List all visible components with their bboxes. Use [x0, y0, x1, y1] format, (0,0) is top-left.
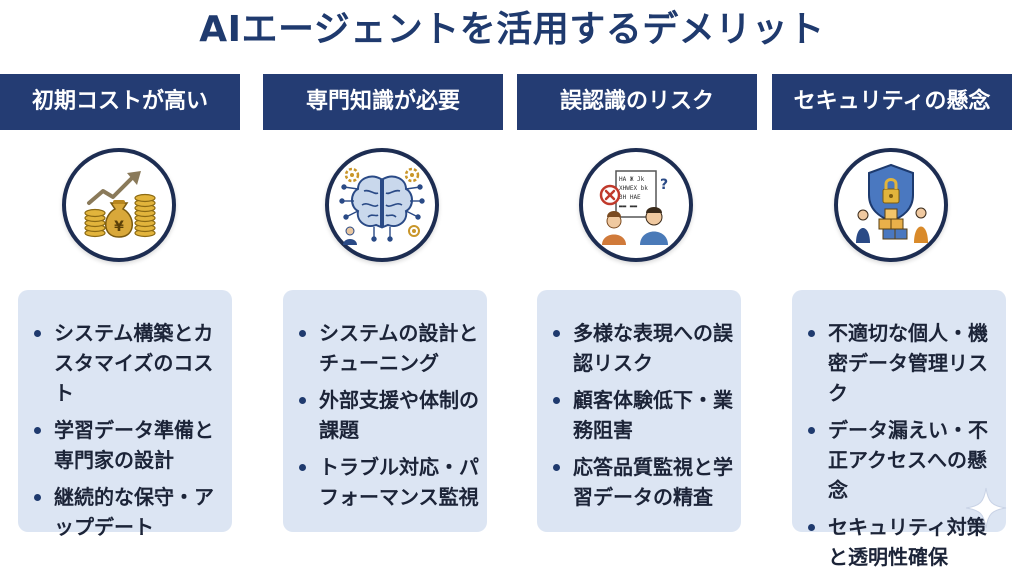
- doc-line: HA Ж Jk: [619, 176, 645, 183]
- column-heading: 誤認識のリスク: [517, 74, 757, 130]
- list-item: データ漏えい・不正アクセスへの懸念: [806, 415, 998, 505]
- doc-line: 3H HAE: [619, 194, 641, 201]
- detail-card: 不適切な個人・機密データ管理リスク データ漏えい・不正アクセスへの懸念 セキュリ…: [792, 290, 1006, 569]
- bullet-list: システムの設計とチューニング 外部支援や体制の課題 トラブル対応・パフォーマンス…: [283, 290, 487, 512]
- doc-line: ▬▬ ▬▬: [619, 203, 637, 210]
- money-growth-icon: ¥: [84, 171, 156, 238]
- list-item: 継続的な保守・アップデート: [32, 482, 224, 542]
- sparkle-icon: [965, 487, 1007, 529]
- detail-card: システムの設計とチューニング 外部支援や体制の課題 トラブル対応・パフォーマンス…: [283, 290, 487, 532]
- column-heading: 専門知識が必要: [263, 74, 503, 130]
- column-security: セキュリティの懸念 不適切な個人・機密デ: [772, 74, 1012, 569]
- column-heading: 初期コストが高い: [0, 74, 240, 130]
- column-heading: セキュリティの懸念: [772, 74, 1012, 130]
- column-expertise: 専門知識が必要: [263, 74, 503, 547]
- doc-line: XHWEX bk: [619, 185, 648, 192]
- icon-circle: ¥: [62, 148, 176, 262]
- svg-text:?: ?: [660, 177, 668, 193]
- list-item: システムの設計とチューニング: [297, 318, 479, 378]
- icon-circle: HA Ж Jk XHWEX bk 3H HAE ▬▬ ▬▬ ?: [579, 148, 693, 262]
- list-item: 応答品質監視と学習データの精査: [551, 452, 733, 512]
- icon-circle: [834, 148, 948, 262]
- misrecognition-icon: HA Ж Jk XHWEX bk 3H HAE ▬▬ ▬▬ ?: [599, 170, 668, 245]
- svg-text:¥: ¥: [114, 219, 124, 235]
- list-item: 不適切な個人・機密データ管理リスク: [806, 318, 998, 408]
- list-item: システム構築とカスタマイズのコスト: [32, 318, 224, 408]
- list-item: 外部支援や体制の課題: [297, 385, 479, 445]
- list-item: 顧客体験低下・業務阻害: [551, 385, 733, 445]
- detail-card: 多様な表現への誤認リスク 顧客体験低下・業務阻害 応答品質監視と学習データの精査: [537, 290, 741, 532]
- column-initial-cost: 初期コストが高い: [0, 74, 240, 547]
- list-item: トラブル対応・パフォーマンス監視: [297, 452, 479, 512]
- brain-circuit-icon: [339, 167, 425, 245]
- bullet-list: システム構築とカスタマイズのコスト 学習データ準備と専門家の設計 継続的な保守・…: [18, 290, 232, 542]
- security-shield-icon: [856, 163, 928, 243]
- list-item: 多様な表現への誤認リスク: [551, 318, 733, 378]
- icon-circle: [325, 148, 439, 262]
- bullet-list: 多様な表現への誤認リスク 顧客体験低下・業務阻害 応答品質監視と学習データの精査: [537, 290, 741, 512]
- column-misrecognition: 誤認識のリスク HA Ж Jk XHWEX bk 3H HAE ▬▬ ▬▬ ?: [517, 74, 757, 547]
- list-item: 学習データ準備と専門家の設計: [32, 415, 224, 475]
- page-title: AIエージェントを活用するデメリット: [199, 9, 825, 50]
- detail-card: システム構築とカスタマイズのコスト 学習データ準備と専門家の設計 継続的な保守・…: [18, 290, 232, 539]
